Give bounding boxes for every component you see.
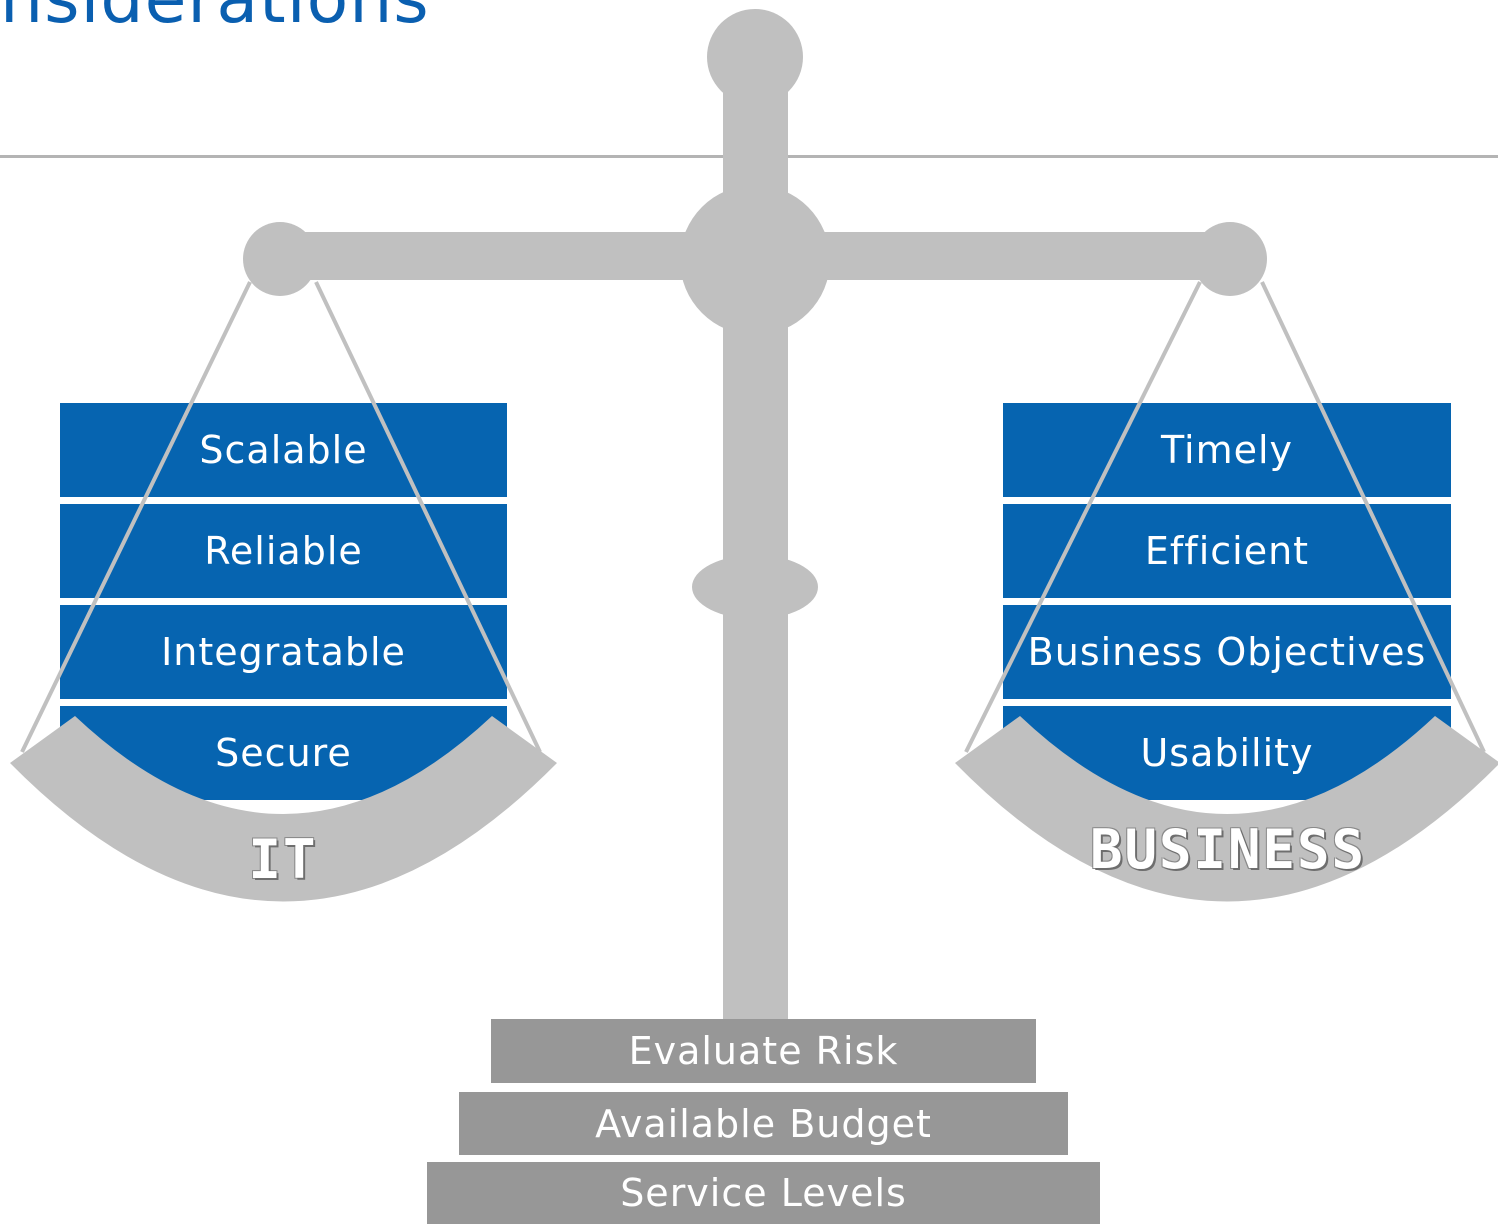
- business-item-objectives: Business Objectives: [1003, 605, 1451, 699]
- base-step-service-levels: Service Levels: [427, 1162, 1100, 1224]
- scale-center-pivot: [680, 185, 830, 335]
- scale-top-knob: [707, 9, 803, 105]
- page-title: nsiderations: [0, 0, 430, 34]
- business-item-usability: Usability: [1003, 706, 1451, 800]
- it-item-secure: Secure: [60, 706, 507, 800]
- scale-right-pivot: [1193, 222, 1267, 296]
- business-pan-label: BUSINESS: [1089, 818, 1367, 881]
- scale-left-pivot: [243, 222, 317, 296]
- it-item-integratable: Integratable: [60, 605, 507, 699]
- it-pan-label: IT: [248, 828, 318, 891]
- it-item-reliable: Reliable: [60, 504, 507, 598]
- business-item-timely: Timely: [1003, 403, 1451, 497]
- base-step-evaluate-risk: Evaluate Risk: [491, 1019, 1036, 1083]
- base-step-available-budget: Available Budget: [459, 1092, 1068, 1155]
- it-item-scalable: Scalable: [60, 403, 507, 497]
- scale-post-collar: [692, 555, 818, 619]
- business-item-efficient: Efficient: [1003, 504, 1451, 598]
